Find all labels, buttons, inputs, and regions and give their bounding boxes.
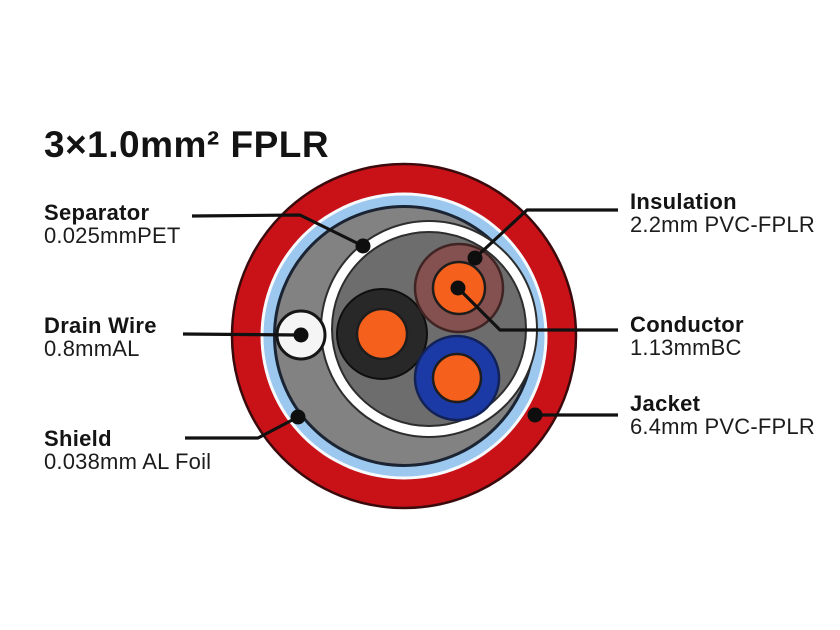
insulation-leader-line	[473, 208, 618, 260]
wire-black-conductor	[355, 307, 409, 361]
drain-wire-label-value: 0.8mmAL	[44, 336, 140, 361]
drain-wire-label: Drain Wire 0.8mmAL	[44, 314, 157, 360]
jacket-label-name: Jacket	[630, 391, 701, 416]
separator-label: Separator 0.025mmPET	[44, 201, 181, 247]
insulation-label-value: 2.2mm PVC-FPLR	[630, 212, 815, 237]
separator-leader-line	[191, 213, 364, 248]
shield-leader-line	[185, 415, 299, 440]
jacket-label-value: 6.4mm PVC-FPLR	[630, 414, 815, 439]
page-title: 3×1.0mm² FPLR	[44, 124, 330, 165]
insulation-label: Insulation 2.2mm PVC-FPLR	[630, 190, 815, 236]
drain-wire-pointer-dot	[293, 327, 309, 343]
separator-label-name: Separator	[44, 200, 150, 225]
separator-label-value: 0.025mmPET	[44, 223, 181, 248]
cable-layers	[230, 162, 578, 510]
shield-pointer-dot	[290, 409, 306, 425]
leader-lines	[182, 208, 618, 440]
insulation-label-name: Insulation	[630, 189, 737, 214]
conductor-label: Conductor 1.13mmBC	[630, 313, 744, 359]
shield-label: Shield 0.038mm AL Foil	[44, 427, 211, 473]
wire-blue-conductor	[431, 352, 483, 404]
drain-wire-label-name: Drain Wire	[44, 313, 157, 338]
drain-wire-leader-line	[182, 332, 302, 337]
jacket-pointer-dot	[527, 407, 543, 423]
insulation-pointer-dot	[467, 250, 483, 266]
conductor-leader-line	[456, 286, 618, 332]
conductor-label-value: 1.13mmBC	[630, 335, 742, 360]
conductor-label-name: Conductor	[630, 312, 744, 337]
shield-label-name: Shield	[44, 426, 112, 451]
jacket-label: Jacket 6.4mm PVC-FPLR	[630, 392, 815, 438]
shield-label-value: 0.038mm AL Foil	[44, 449, 212, 474]
conductor-pointer-dot	[450, 280, 466, 296]
separator-pointer-dot	[355, 238, 371, 254]
pointer-dots	[290, 238, 543, 425]
